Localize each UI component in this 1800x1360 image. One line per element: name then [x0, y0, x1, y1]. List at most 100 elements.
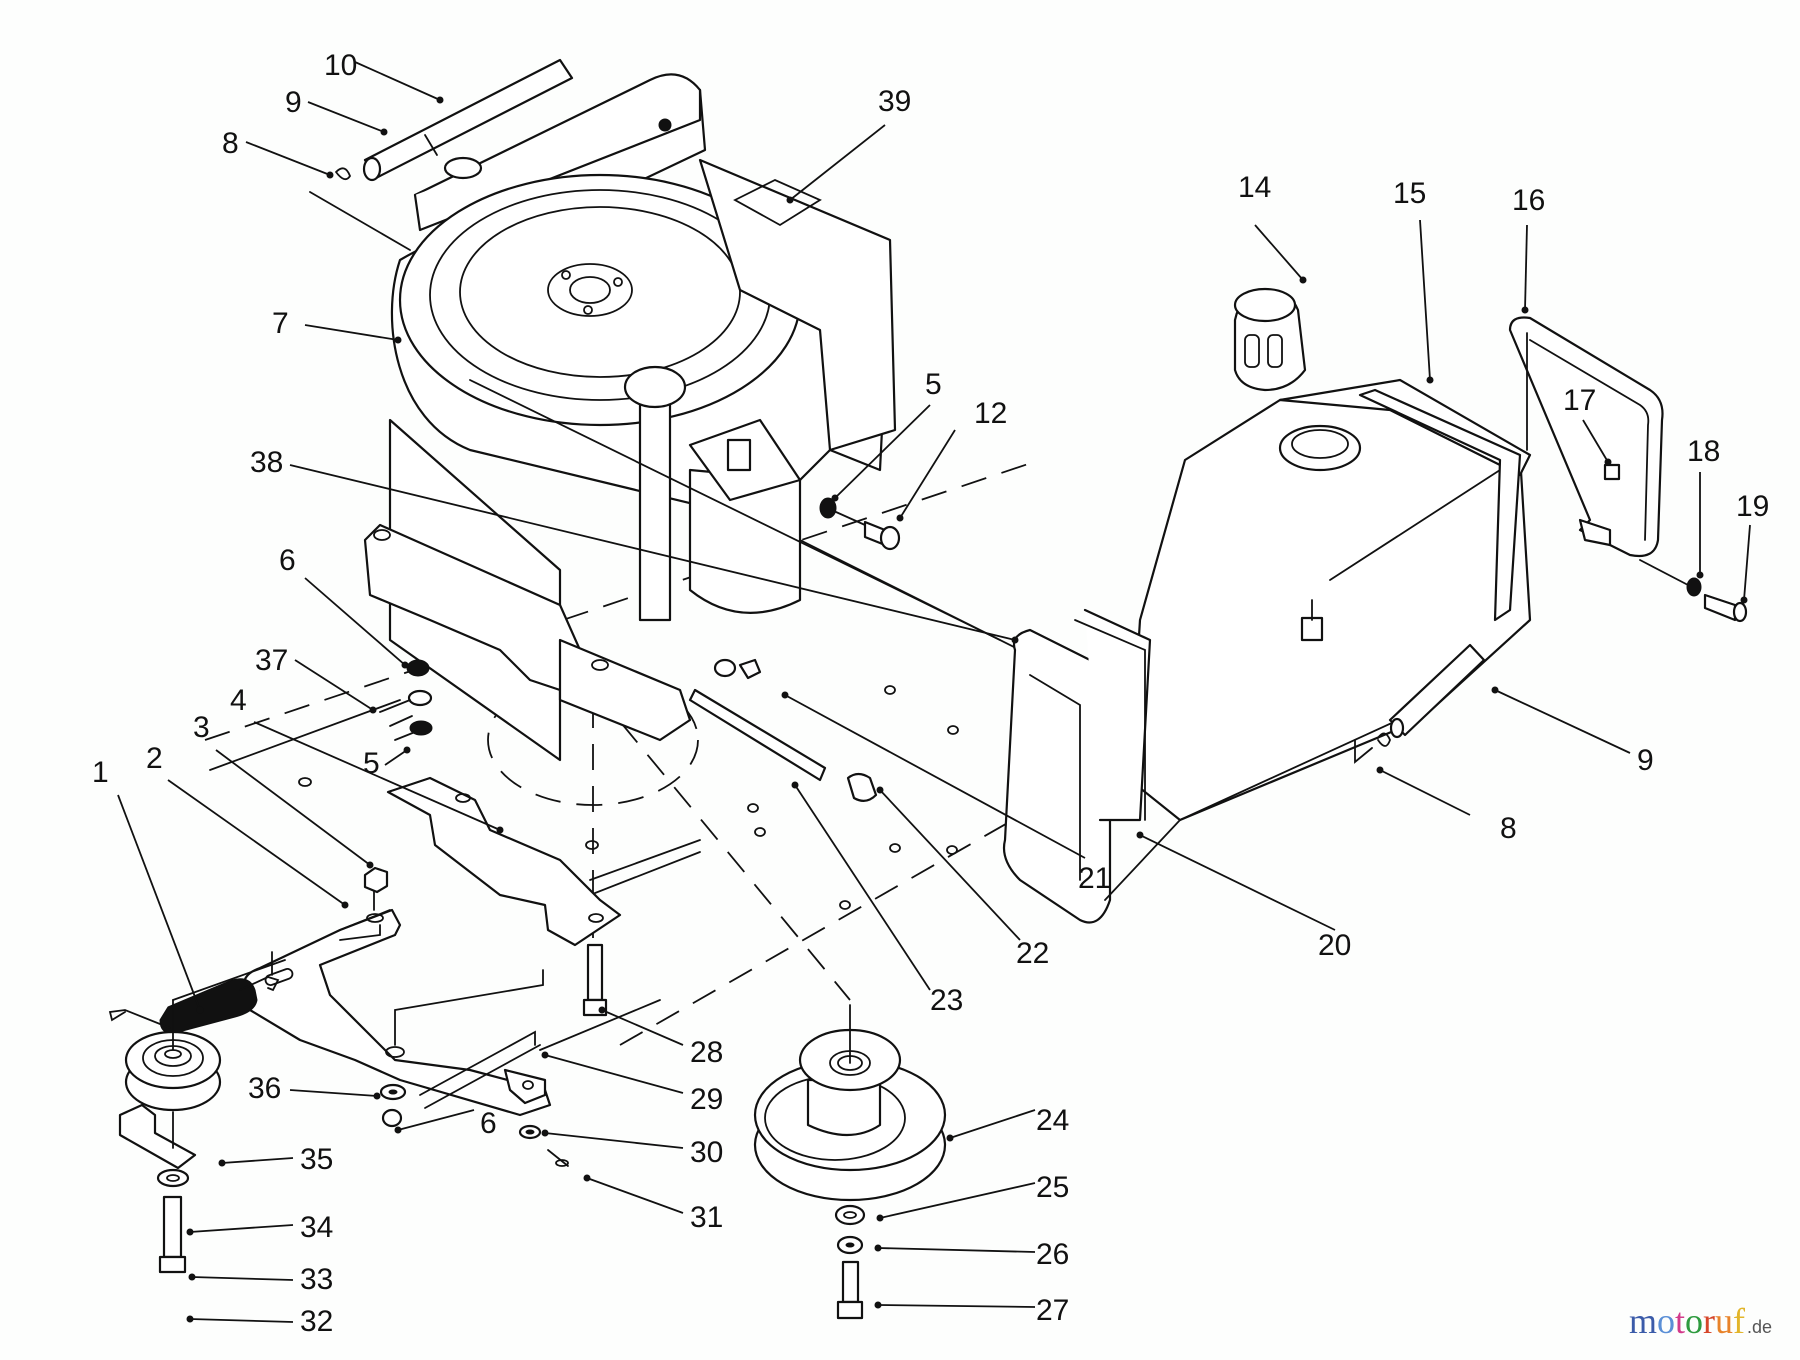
spacer[interactable]: [846, 772, 878, 802]
leader-dot-c38: [1011, 636, 1019, 644]
leader-line-c3: [215, 749, 371, 866]
leader-line-c28: [601, 1009, 684, 1046]
leader-line-c39: [789, 124, 886, 201]
tank-strap[interactable]: [1508, 316, 1664, 558]
nut-6[interactable]: [381, 1108, 403, 1128]
washer-5-right[interactable]: [819, 497, 837, 519]
callout-27: 27: [1036, 1294, 1069, 1327]
leader-line-c2: [167, 779, 346, 906]
watermark-letter: m: [1628, 1301, 1657, 1341]
leader-dot-c21: [781, 691, 789, 699]
leader-dot-c12: [896, 514, 904, 522]
engine-base-frame[interactable]: [363, 379, 1041, 742]
threaded-rod[interactable]: [688, 658, 827, 782]
callout-37: 37: [255, 644, 288, 677]
fuel-cap[interactable]: [1233, 287, 1307, 392]
idler-arm[interactable]: [242, 884, 552, 1117]
callout-10: 10: [324, 49, 357, 82]
cap-screw-27[interactable]: [836, 1260, 864, 1320]
callout-9b: 9: [1637, 744, 1654, 777]
leader-line-c8b: [1379, 769, 1471, 816]
cotter-pin-31[interactable]: [547, 1149, 569, 1167]
idler-pulley[interactable]: [124, 959, 286, 1112]
leader-dot-c22: [876, 786, 884, 794]
leader-line-c16: [1524, 224, 1528, 311]
callout-9a: 9: [285, 86, 302, 119]
leader-dot-c16: [1521, 306, 1529, 314]
leader-dot-c17: [1604, 458, 1612, 466]
watermark-letter: r: [1702, 1301, 1715, 1341]
callout-28: 28: [690, 1036, 723, 1069]
extension-spring[interactable]: [108, 976, 280, 1034]
leader-line-c34: [189, 1224, 294, 1233]
callout-5a: 5: [363, 747, 380, 780]
leader-line-c12: [899, 429, 956, 519]
leader-line-c8a: [245, 141, 331, 176]
callout-6b: 6: [480, 1107, 497, 1140]
callout-5b: 5: [925, 368, 942, 401]
idler-bracket[interactable]: [118, 1103, 197, 1170]
engine[interactable]: [388, 73, 897, 762]
callout-25: 25: [1036, 1171, 1069, 1204]
leader-dot-c37: [369, 706, 377, 714]
leader-dot-c3: [366, 861, 374, 869]
leader-line-c9a: [307, 101, 385, 133]
flat-washer-25[interactable]: [834, 1204, 866, 1226]
callout-29: 29: [690, 1083, 723, 1116]
leader-dot-c18: [1696, 571, 1704, 579]
leader-line-c7: [304, 324, 399, 341]
leader-line-c5b: [834, 404, 931, 499]
callout-12: 12: [974, 397, 1007, 430]
lock-washer-26[interactable]: [836, 1235, 864, 1255]
leader-line-c6b: [397, 1109, 475, 1131]
leader-dot-c2: [341, 901, 349, 909]
leader-dot-c25: [876, 1214, 884, 1222]
tank-support[interactable]: [1002, 608, 1181, 924]
leader-dot-c34: [186, 1228, 194, 1236]
callout-32: 32: [300, 1305, 333, 1338]
fuel-tank[interactable]: [1128, 378, 1532, 822]
hardware-cluster-left[interactable]: [379, 659, 433, 741]
leader-dot-c15: [1426, 376, 1434, 384]
callout-34: 34: [300, 1211, 333, 1244]
engine-pulley[interactable]: [753, 1004, 947, 1202]
leader-line-c19: [1743, 524, 1751, 601]
idler-rod[interactable]: [419, 1030, 547, 1109]
callout-labels: 1 2 3 4 5 5 6 6 7 8 8 9 9 10 12 14 15 16…: [92, 49, 1769, 1338]
leader-dot-c9a: [380, 128, 388, 136]
washer-screw-18-19[interactable]: [1639, 559, 1748, 623]
leader-dot-c7: [394, 336, 402, 344]
leader-dot-c1: [196, 1006, 204, 1014]
washer-36[interactable]: [379, 1083, 407, 1101]
leader-line-c9b: [1494, 689, 1631, 754]
leader-line-c1: [117, 794, 201, 1011]
watermark-letter: u: [1714, 1301, 1733, 1341]
bracket[interactable]: [386, 776, 622, 947]
fuel-line-upper[interactable]: [309, 58, 574, 251]
leader-dot-c35: [218, 1159, 226, 1167]
callout-26: 26: [1036, 1238, 1069, 1271]
callout-24: 24: [1036, 1104, 1069, 1137]
bolt-32[interactable]: [158, 1195, 187, 1274]
cap-screw-12[interactable]: [835, 511, 901, 551]
leader-line-c15: [1419, 219, 1431, 381]
leader-line-c23: [794, 784, 931, 991]
fuel-line-lower[interactable]: [1354, 643, 1486, 764]
leader-line-c31: [586, 1177, 684, 1214]
leader-line-c36: [289, 1089, 378, 1097]
leader-dot-c31: [583, 1174, 591, 1182]
leader-line-c26: [877, 1247, 1036, 1253]
leader-dot-c30: [541, 1129, 549, 1137]
leader-dot-c6b: [394, 1126, 402, 1134]
frame-outline: [204, 459, 1101, 1051]
washer-33[interactable]: [156, 1168, 190, 1188]
leader-dot-c32: [186, 1315, 194, 1323]
nut-3[interactable]: [363, 866, 389, 894]
washer-30[interactable]: [518, 1124, 542, 1140]
leader-line-c22: [879, 789, 1021, 941]
leader-line-c33: [191, 1276, 294, 1281]
leader-dot-c5b: [831, 494, 839, 502]
carriage-bolt[interactable]: [582, 943, 608, 1017]
